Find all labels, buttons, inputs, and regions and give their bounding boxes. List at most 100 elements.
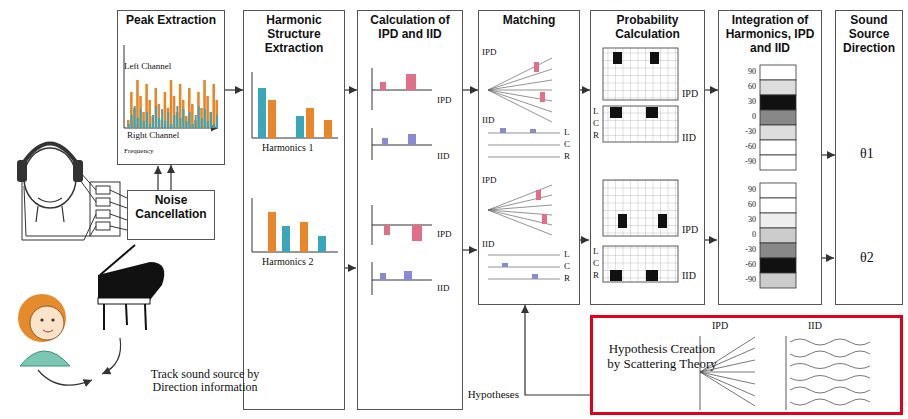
chart-label: C — [593, 259, 599, 269]
tracking-arrows — [38, 370, 92, 385]
probability-grid — [603, 48, 678, 100]
probability-grid — [650, 52, 659, 64]
ipd-iid-chart — [406, 74, 416, 90]
chart-label: IID — [482, 240, 495, 250]
hypothesis-curves — [790, 339, 870, 345]
spectrum-chart — [206, 96, 209, 128]
chart-label: C — [564, 140, 570, 150]
box-title: Integration of Harmonics, IPD and IID — [719, 11, 821, 55]
spectrum-chart — [176, 106, 178, 128]
chart-label: L — [593, 247, 599, 257]
chart-label: Right Channel — [127, 131, 179, 141]
axis-tick: -60 — [745, 143, 756, 152]
flow-arrow — [463, 89, 478, 90]
listener-head — [73, 160, 83, 182]
microphone-wires — [96, 186, 110, 194]
chart-label: Frequency — [124, 148, 154, 156]
speaker-girl — [40, 318, 43, 321]
axis-tick: 90 — [748, 68, 756, 77]
spectrum-chart — [139, 96, 142, 128]
spectrum-chart — [124, 45, 218, 128]
hypothesis-curves — [790, 351, 870, 357]
listener-head — [36, 198, 64, 222]
harmonic-chart — [252, 72, 338, 252]
spectrum-chart — [197, 92, 200, 128]
hypothesis-curves — [790, 364, 870, 369]
axis-tick: 60 — [748, 83, 756, 92]
harmonic-chart — [300, 222, 308, 252]
axis-tick: -30 — [745, 246, 756, 255]
spectrum-chart — [145, 84, 148, 128]
matching-chart — [540, 92, 545, 102]
harmonic-chart — [306, 108, 314, 138]
hypothesis-curves — [790, 399, 870, 405]
chart-label: C — [564, 262, 570, 272]
microphone-wires — [96, 198, 110, 206]
spectrum-chart — [130, 92, 133, 128]
spectrum-chart — [185, 116, 188, 128]
spectrum-chart — [201, 118, 203, 128]
spectrum-chart — [146, 112, 148, 128]
chart-label: IPD — [437, 96, 452, 106]
matching-chart — [488, 185, 552, 235]
probability-grid — [646, 107, 658, 118]
probability-grid — [658, 214, 667, 228]
axis-tick: 90 — [748, 186, 756, 195]
spectrum-chart — [179, 84, 182, 128]
spectrum-chart — [128, 124, 130, 128]
flow-arrow — [157, 166, 158, 190]
microphone-wires — [110, 190, 127, 230]
matching-chart — [500, 128, 506, 133]
matching-chart — [488, 133, 560, 279]
spectrum-chart — [143, 121, 145, 128]
spectrum-chart — [216, 115, 218, 128]
spectrum-chart — [161, 109, 163, 128]
spectrum-chart — [137, 118, 139, 128]
matching-chart — [532, 274, 538, 279]
spectrum-chart — [170, 124, 172, 128]
spectrum-chart — [183, 109, 185, 128]
ipd-iid-chart — [382, 138, 388, 145]
spectrum-chart — [124, 45, 218, 128]
edge-label: Hypotheses — [467, 388, 520, 401]
chart-label: IPD — [482, 176, 497, 186]
spectrum-chart — [155, 106, 157, 128]
chart-label: IID — [437, 152, 450, 162]
chart-label: C — [593, 119, 599, 129]
spectrum-chart — [195, 115, 197, 128]
axis-tick: -90 — [745, 276, 756, 285]
chart-label: IID — [682, 270, 696, 281]
flow-arrow — [822, 257, 834, 258]
harmonic-chart — [258, 88, 266, 138]
probability-grid — [613, 52, 622, 64]
axis-tick: -60 — [745, 261, 756, 270]
spectrum-chart — [127, 120, 130, 128]
box-title: Noise Cancellation — [128, 191, 214, 222]
spectrum-chart — [167, 108, 170, 128]
chart-label: θ1 — [860, 146, 874, 161]
axis-tick: 60 — [748, 201, 756, 210]
integration-bar — [760, 140, 796, 155]
chart-label: R — [564, 274, 570, 284]
flow-arrow — [345, 89, 357, 90]
spectrum-chart — [148, 100, 151, 128]
speaker-girl — [20, 351, 70, 366]
chart-label: Track sound source by Direction informat… — [130, 368, 280, 394]
spectrum-chart — [212, 84, 215, 128]
chart-label: IID — [682, 132, 696, 143]
ipd-iid-chart — [380, 273, 386, 280]
harmonic-chart — [296, 116, 304, 138]
ipd-iid-chart — [384, 225, 390, 235]
speaker-girl — [18, 294, 66, 342]
spectrum-chart — [158, 118, 160, 128]
spectrum-chart — [131, 115, 133, 128]
ipd-iid-chart — [372, 68, 432, 295]
integration-bar — [760, 80, 796, 95]
flow-arrow — [705, 239, 717, 240]
integration-bar — [760, 213, 796, 228]
flow-arrow — [525, 305, 590, 395]
tracking-arrows — [102, 338, 121, 374]
probability-grid — [603, 48, 678, 282]
